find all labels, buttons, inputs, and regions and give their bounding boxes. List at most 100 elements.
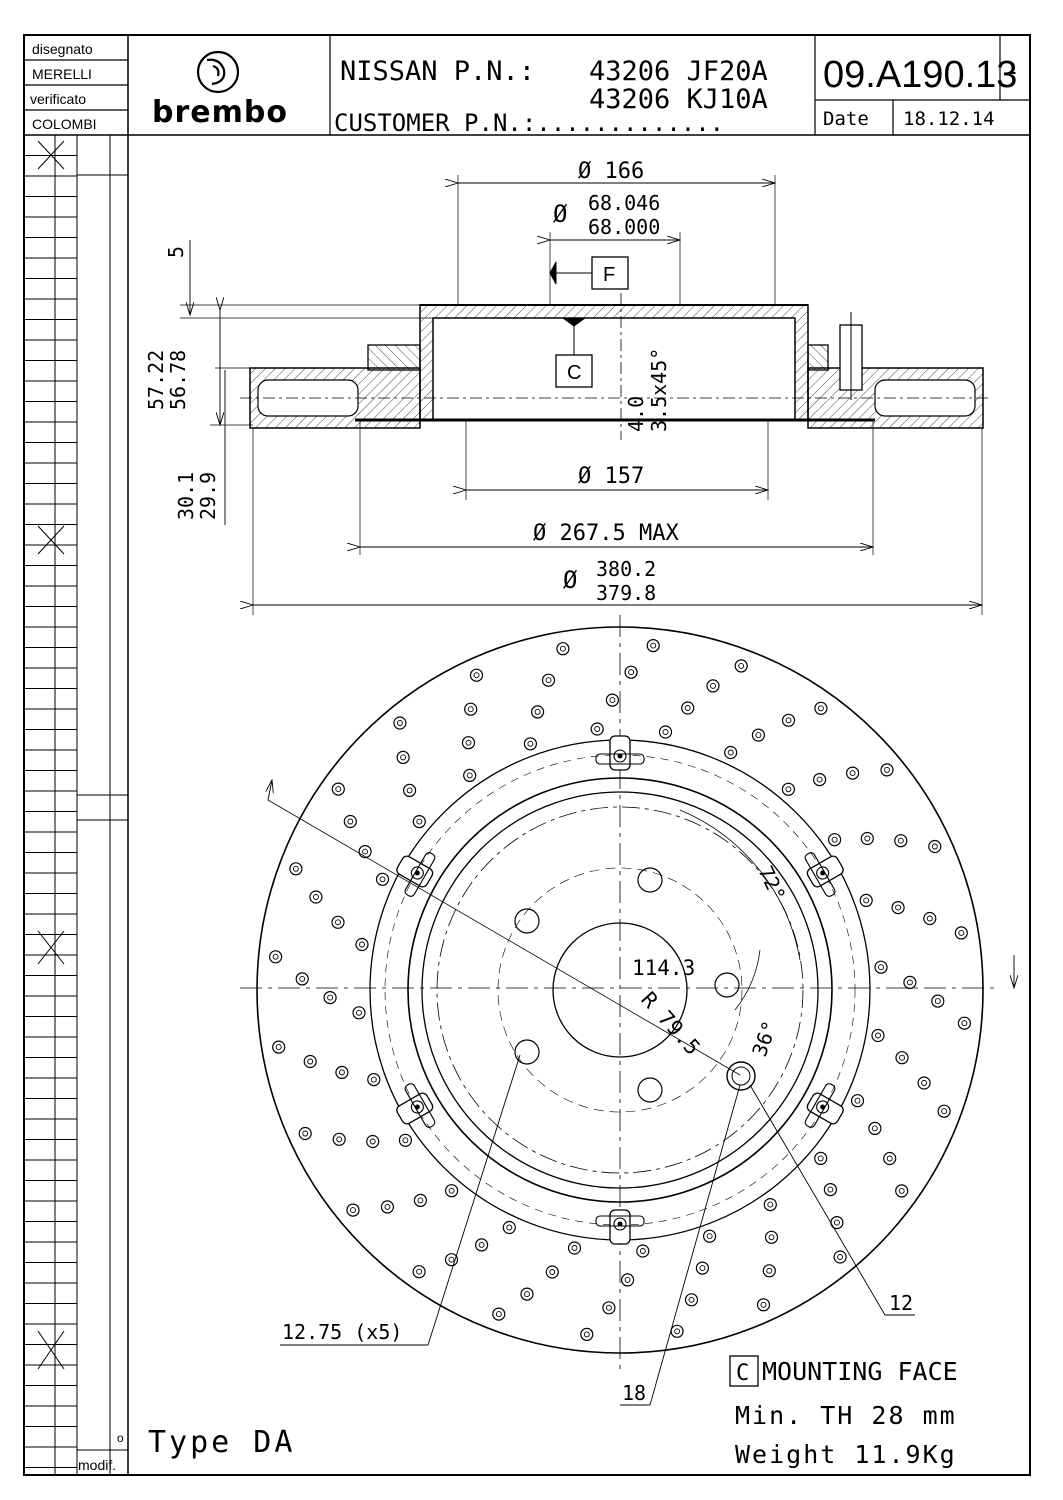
drill-hole [954, 926, 968, 940]
pcd-value: 114.3 [632, 956, 695, 980]
drill-hole-inner [356, 1009, 362, 1016]
drill-hole-inner [886, 1155, 893, 1162]
drill-hole-inner [350, 1207, 356, 1214]
drill-hole-inner [926, 915, 933, 922]
bobbin-bolt [816, 866, 830, 880]
dim-bore-upper: 68.046 [588, 191, 660, 215]
drill-hole-inner [961, 1020, 968, 1027]
drill-hole [444, 1253, 459, 1267]
bobbin-bolt-center [820, 870, 826, 876]
min-thickness-text: Min. TH 28 mm [735, 1401, 957, 1430]
bobbin-bolt [613, 1217, 627, 1231]
revision-marker: o [117, 1431, 124, 1445]
drill-hole-inner [863, 897, 870, 904]
drill-hole [413, 1193, 427, 1208]
drill-hole [894, 834, 908, 848]
drill-hole-inner [706, 1233, 713, 1240]
drill-hole-inner [884, 766, 890, 773]
drill-hole [670, 1324, 684, 1338]
drill-hole [830, 1215, 844, 1230]
drill-hole-inner [359, 941, 365, 948]
drill-hole-inner [875, 1032, 881, 1039]
drill-hole-inner [527, 740, 534, 747]
drill-hole-inner [302, 1130, 309, 1137]
drill-hole-inner [478, 1241, 485, 1248]
drill-hole [298, 1126, 312, 1141]
checked-label: verificato [30, 91, 86, 107]
dim-thickness-lower: 29.9 [196, 472, 220, 520]
drill-hole-inner [400, 754, 407, 761]
drill-hole-inner [559, 645, 566, 652]
date-value: 18.12.14 [903, 108, 995, 130]
date-label: Date [823, 108, 869, 130]
bobbin-clip [804, 852, 844, 897]
drill-hole [868, 1121, 882, 1136]
drill-hole-inner [837, 1254, 844, 1260]
bobbin-body [609, 1209, 631, 1245]
drill-hole [502, 1220, 516, 1235]
drill-hole-inner [833, 1219, 840, 1226]
drill-hole [895, 1184, 909, 1198]
section-view [180, 175, 990, 615]
drill-hole [764, 1230, 779, 1244]
mounting-face-box-label: C [736, 1361, 749, 1386]
drill-hole [814, 701, 828, 715]
drill-hole-inner [583, 1331, 590, 1338]
drill-hole-inner [506, 1224, 513, 1231]
brembo-logo [196, 50, 240, 94]
drill-hole [684, 1293, 699, 1307]
drill-hole-inner [688, 1296, 695, 1303]
drill-hole [272, 1040, 286, 1054]
bobbin-body [396, 1092, 434, 1125]
drill-hole [903, 975, 917, 990]
drill-hole-inner [327, 994, 334, 1001]
drill-hole [646, 638, 660, 653]
drill-hole-group [269, 638, 972, 1342]
drill-hole-inner [299, 975, 306, 982]
drill-hole [331, 782, 345, 796]
rev-cross-icon [37, 1330, 65, 1370]
callout-18: 18 [622, 1381, 646, 1405]
drill-hole [355, 937, 369, 952]
drill-hole [695, 1261, 710, 1275]
rev-cross-icon [37, 140, 65, 170]
drill-hole [681, 701, 695, 715]
drill-hole [463, 768, 477, 783]
drill-hole [289, 862, 303, 876]
drill-hole [871, 1028, 885, 1043]
drill-hole [931, 994, 945, 1008]
drill-hole [358, 844, 372, 859]
drill-hole-inner [817, 705, 824, 712]
drill-hole [346, 1203, 360, 1217]
drill-hole-inner [467, 706, 474, 713]
drill-hole [303, 1054, 317, 1069]
rev-cross-icon [37, 930, 65, 965]
drill-hole-inner [628, 669, 635, 676]
drill-hole [928, 839, 942, 854]
drill-hole-inner [931, 843, 938, 850]
dim-od-symbol: Ø [563, 566, 578, 594]
drill-hole-inner [609, 697, 616, 704]
bobbin-body [396, 855, 434, 888]
weight-text: Weight 11.9Kg [735, 1440, 957, 1469]
bobbin-body [806, 855, 844, 888]
drill-hole [812, 772, 827, 787]
drill-hole [398, 1133, 412, 1147]
bobbin-bolt-center [617, 1221, 623, 1227]
drill-hole [475, 1238, 489, 1252]
drill-hole-inner [899, 1054, 905, 1061]
drill-hole-inner [727, 749, 734, 756]
drill-hole [323, 990, 337, 1005]
drill-hole-inner [379, 876, 386, 883]
type-label: Type DA [148, 1425, 295, 1460]
drill-hole [469, 668, 484, 682]
drill-hole-inner [755, 732, 762, 739]
drill-hole-inner [335, 786, 342, 793]
drill-hole [580, 1327, 594, 1342]
drill-hole-inner [785, 786, 792, 793]
drill-hole [756, 1298, 771, 1312]
revision-value: - [1008, 56, 1017, 86]
angle-72: 72° [753, 862, 790, 905]
bobbin-body [609, 735, 631, 771]
bobbin-bolt [816, 1100, 830, 1114]
